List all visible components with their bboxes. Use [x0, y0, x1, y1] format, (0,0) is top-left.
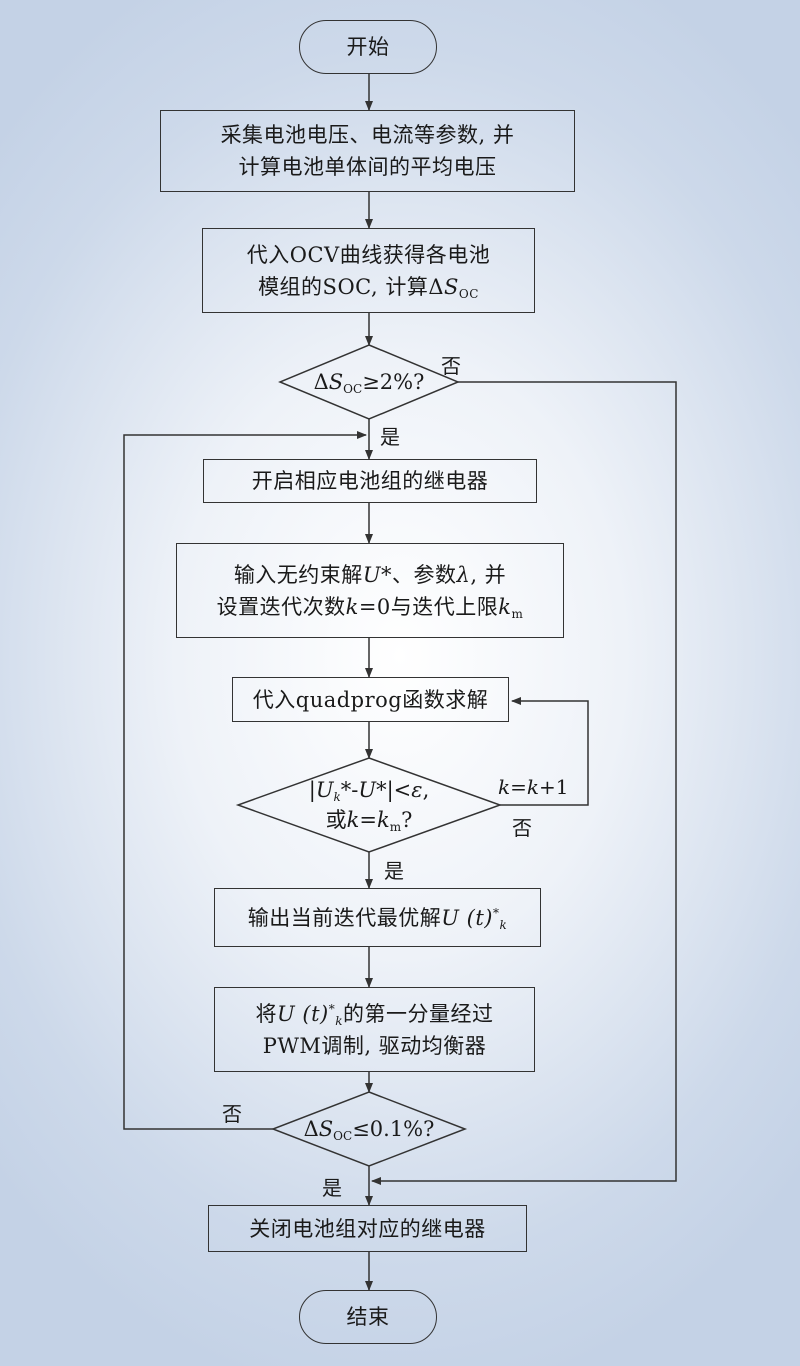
relay-off-text: 关闭电池组对应的继电器: [249, 1216, 486, 1241]
collect-box: 采集电池电压、电流等参数, 并 计算电池单体间的平均电压: [160, 110, 575, 192]
pwm-box: 将U (t)*k的第一分量经过 PWM调制, 驱动均衡器: [214, 987, 535, 1072]
ocv-line1: 代入OCV曲线获得各电池: [246, 242, 491, 267]
decision3-no-label: 否: [222, 1102, 242, 1126]
decision1-diamond: [278, 344, 460, 420]
collect-line1: 采集电池电压、电流等参数, 并: [220, 123, 515, 147]
collect-line2: 计算电池单体间的平均电压: [238, 155, 497, 179]
decision1-yes-label: 是: [380, 425, 400, 449]
output-box: 输出当前迭代最优解U (t)*k: [214, 888, 541, 947]
ocv-line2: 模组的SOC, 计算ΔSOC: [258, 274, 479, 301]
pwm-line1: 将U (t)*k的第一分量经过: [255, 1001, 494, 1028]
loop-decision2-no: [500, 697, 589, 806]
decision2-no-label: 否: [512, 816, 532, 840]
output-text: 输出当前迭代最优解U (t)*k: [247, 905, 508, 932]
decision2-k-increment-label: k=k+1: [498, 775, 569, 799]
ocv-box: 代入OCV曲线获得各电池 模组的SOC, 计算ΔSOC: [202, 228, 535, 313]
loop-decision3-no: [123, 431, 367, 1130]
pwm-line2: PWM调制, 驱动均衡器: [262, 1033, 487, 1058]
quadprog-box: 代入quadprog函数求解: [232, 677, 509, 722]
branch-decision1-no: [371, 381, 677, 1185]
relay-on-text: 开启相应电池组的继电器: [251, 469, 489, 493]
decision2-yes-label: 是: [384, 859, 404, 883]
decision3-yes-label: 是: [322, 1176, 342, 1200]
end-text: 结束: [346, 1305, 390, 1329]
relay-on-box: 开启相应电池组的继电器: [203, 459, 537, 503]
decision3-diamond: [270, 1091, 468, 1167]
input-line1: 输入无约束解U*、参数λ, 并: [233, 562, 507, 587]
end-terminal: 结束: [299, 1290, 437, 1344]
start-text: 开始: [346, 35, 390, 59]
decision2-diamond: [235, 757, 503, 853]
decision2-text: |Uk*-U*|<ε, 或k=km?: [308, 778, 430, 834]
start-terminal: 开始: [299, 20, 437, 74]
input-box: 输入无约束解U*、参数λ, 并 设置迭代次数k=0与迭代上限km: [176, 543, 564, 638]
quadprog-text: 代入quadprog函数求解: [252, 687, 489, 712]
input-line2: 设置迭代次数k=0与迭代上限km: [216, 594, 524, 621]
decision1-text: ΔSOC≥2%?: [313, 370, 425, 396]
relay-off-box: 关闭电池组对应的继电器: [208, 1205, 527, 1252]
decision1-no-label: 否: [441, 354, 461, 378]
decision3-text: ΔSOC≤0.1%?: [303, 1117, 435, 1143]
